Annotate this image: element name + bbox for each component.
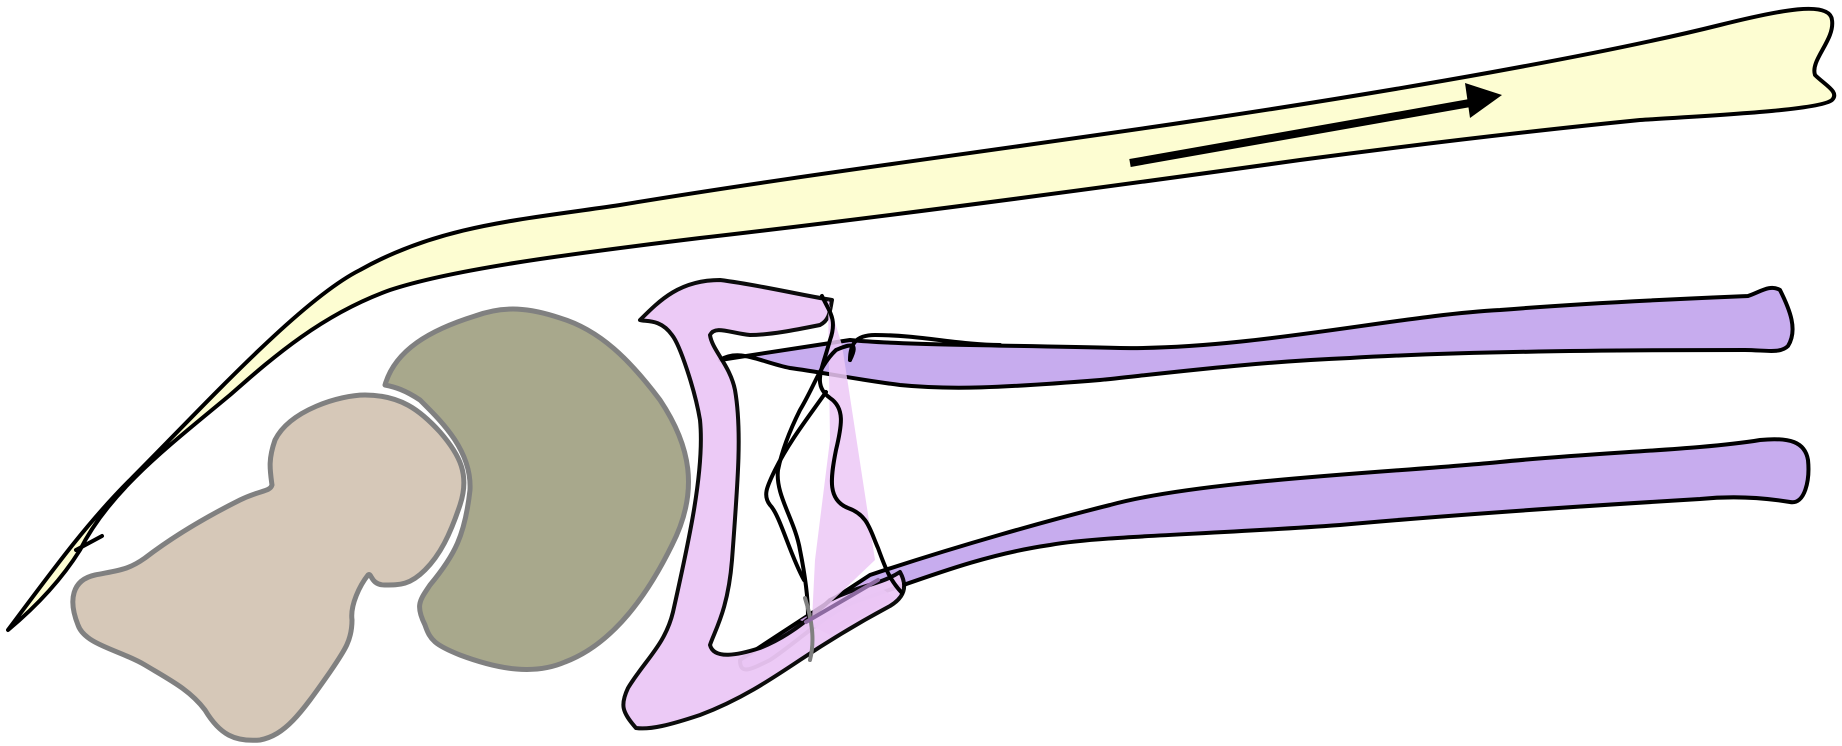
lower-purple-rod (740, 439, 1808, 669)
beige-lobed-mass (73, 395, 464, 740)
upper-purple-rod (720, 288, 1793, 388)
